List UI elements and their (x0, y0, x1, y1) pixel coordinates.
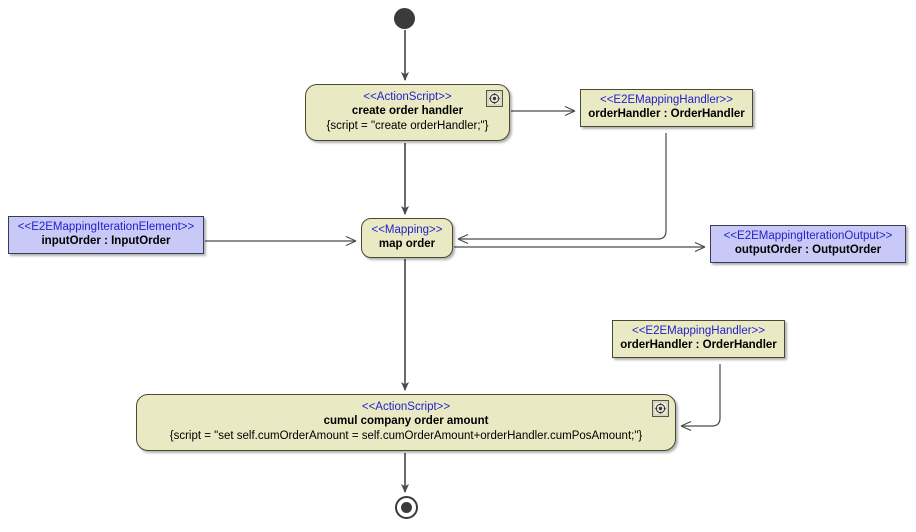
node-stereotype: <<E2EMappingIterationElement>> (17, 221, 195, 233)
node-stereotype: <<E2EMappingIterationOutput>> (723, 230, 893, 242)
node-stereotype: <<Mapping>> (371, 224, 443, 236)
node-title: map order (378, 238, 436, 250)
object-node-input-order[interactable]: <<E2EMappingIterationElement>> inputOrde… (8, 216, 204, 254)
edge-order-handler-bottom-to-cumul (680, 364, 721, 432)
edge-order-handler-to-map-order (457, 133, 667, 245)
node-stereotype: <<ActionScript>> (361, 401, 451, 413)
object-node-order-handler-bottom[interactable]: <<E2EMappingHandler>> orderHandler : Ord… (612, 320, 785, 358)
node-script-body: {script = "set self.cumOrderAmount = sel… (169, 430, 643, 442)
final-node[interactable] (395, 496, 418, 519)
node-title: cumul company order amount (323, 415, 489, 427)
node-stereotype: <<E2EMappingHandler>> (632, 325, 765, 337)
node-title: orderHandler : OrderHandler (620, 339, 777, 351)
gear-icon[interactable] (652, 400, 669, 417)
gear-icon[interactable] (486, 90, 503, 107)
initial-node[interactable] (394, 8, 415, 29)
node-stereotype: <<E2EMappingHandler>> (600, 94, 733, 106)
action-node-create-order-handler[interactable]: <<ActionScript>> create order handler {s… (305, 84, 510, 141)
object-node-output-order[interactable]: <<E2EMappingIterationOutput>> outputOrde… (710, 225, 906, 263)
node-title: outputOrder : OutputOrder (734, 244, 882, 256)
node-title: inputOrder : InputOrder (41, 235, 171, 247)
object-node-order-handler-top[interactable]: <<E2EMappingHandler>> orderHandler : Ord… (580, 89, 753, 127)
action-node-cumul-company-order-amount[interactable]: <<ActionScript>> cumul company order amo… (136, 394, 676, 451)
node-stereotype: <<ActionScript>> (363, 91, 452, 103)
node-title: create order handler (351, 105, 464, 117)
node-title: orderHandler : OrderHandler (588, 108, 745, 120)
node-script-body: {script = "create orderHandler;"} (326, 120, 489, 132)
mapping-node-map-order[interactable]: <<Mapping>> map order (361, 218, 453, 258)
